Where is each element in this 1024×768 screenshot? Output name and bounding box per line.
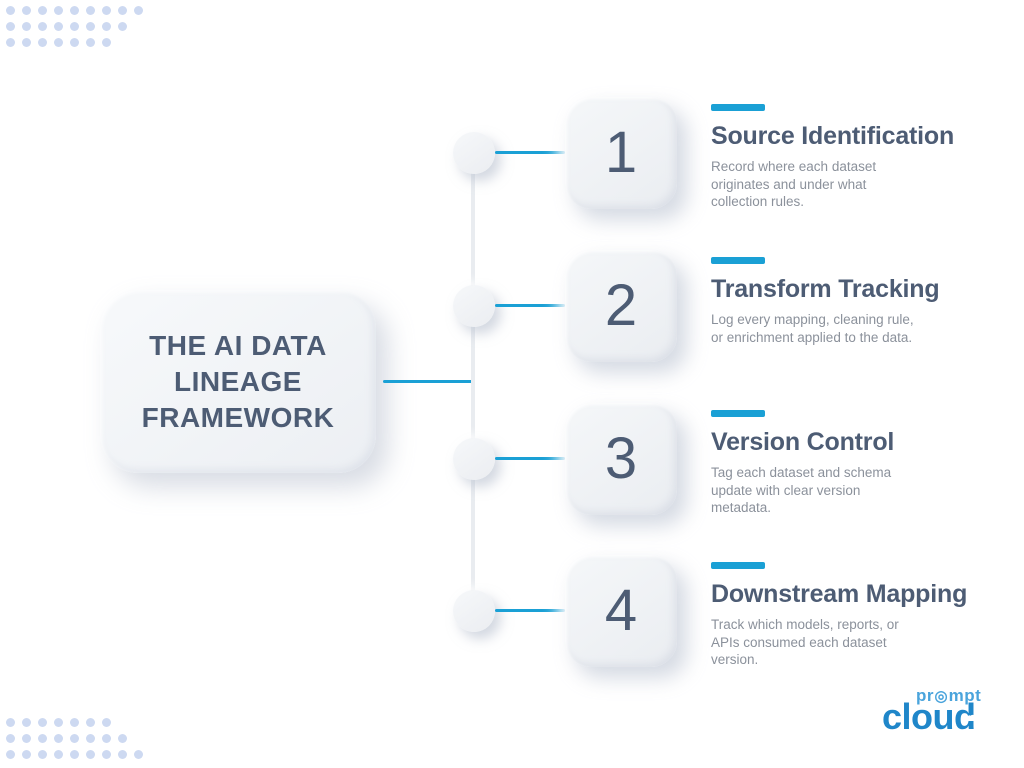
step-number-1: 1 <box>604 120 638 185</box>
decor-dot <box>102 718 111 727</box>
decor-dot <box>38 750 47 759</box>
decor-dot <box>86 6 95 15</box>
step-number-card-2: 2 <box>565 250 677 362</box>
connector-line-1 <box>495 151 565 154</box>
decor-dot <box>102 22 111 31</box>
step-text-2: Transform Tracking Log every mapping, cl… <box>711 250 1011 346</box>
step-text-4: Downstream Mapping Track which models, r… <box>711 555 1011 669</box>
accent-bar-3 <box>711 410 765 417</box>
timeline-line <box>471 155 475 613</box>
timeline-node-4 <box>453 590 495 632</box>
decor-dot <box>86 38 95 47</box>
decor-dot <box>22 718 31 727</box>
decor-dot <box>70 750 79 759</box>
step-text-3: Version Control Tag each dataset and sch… <box>711 403 1011 517</box>
step-heading-2: Transform Tracking <box>711 275 940 303</box>
cloud-icon: ☁ <box>962 706 979 725</box>
decor-dot <box>22 22 31 31</box>
step-text-1: Source Identification Record where each … <box>711 97 1011 211</box>
decor-dot <box>86 734 95 743</box>
step-number-3: 3 <box>604 426 638 491</box>
step-heading-1: Source Identification <box>711 122 955 150</box>
decor-dot <box>86 22 95 31</box>
step-2: 2 Transform Tracking Log every mapping, … <box>453 250 1013 363</box>
logo-cloud-text: cloud <box>882 696 976 737</box>
decor-dot <box>102 750 111 759</box>
logo-prompt-post: mpt <box>948 686 982 705</box>
decor-dot <box>6 22 15 31</box>
decor-dot <box>22 6 31 15</box>
decor-dot <box>6 750 15 759</box>
decor-dot <box>22 750 31 759</box>
decor-dots-top-left <box>6 6 143 54</box>
timeline-node-1 <box>453 132 495 174</box>
logo-prompt-pre: pr <box>916 686 934 705</box>
decor-dot <box>70 22 79 31</box>
timeline-node-2 <box>453 285 495 327</box>
decor-dot <box>134 750 143 759</box>
decor-dot <box>70 718 79 727</box>
decor-dot <box>134 6 143 15</box>
step-heading-4: Downstream Mapping <box>711 580 968 608</box>
title-connector-line <box>383 380 473 383</box>
decor-dots-bottom-left <box>6 718 143 766</box>
decor-dot <box>118 6 127 15</box>
decor-dot <box>38 38 47 47</box>
decor-dot <box>118 734 127 743</box>
decor-dot <box>22 38 31 47</box>
step-heading-3: Version Control <box>711 428 895 456</box>
decor-dot <box>70 734 79 743</box>
decor-dot <box>38 718 47 727</box>
step-number-4: 4 <box>604 578 638 643</box>
step-description-2: Log every mapping, cleaning rule,or enri… <box>711 312 914 345</box>
decor-dot <box>38 734 47 743</box>
decor-dot <box>70 38 79 47</box>
decor-dot <box>54 38 63 47</box>
decor-dot <box>54 6 63 15</box>
accent-bar-1 <box>711 104 765 111</box>
decor-dot <box>54 22 63 31</box>
step-number-card-1: 1 <box>565 97 677 209</box>
decor-dot <box>102 734 111 743</box>
step-1: 1 Source Identification Record where eac… <box>453 97 1013 210</box>
decor-dot <box>54 734 63 743</box>
step-4: 4 Downstream Mapping Track which models,… <box>453 555 1013 668</box>
decor-dot <box>86 718 95 727</box>
decor-dot <box>70 6 79 15</box>
decor-dot <box>6 734 15 743</box>
step-number-card-3: 3 <box>565 403 677 515</box>
decor-dot <box>38 22 47 31</box>
decor-dot <box>102 38 111 47</box>
decor-dot <box>22 734 31 743</box>
decor-dot <box>6 38 15 47</box>
decor-dot <box>38 6 47 15</box>
decor-dot <box>118 22 127 31</box>
accent-bar-4 <box>711 562 765 569</box>
decor-dot <box>6 6 15 15</box>
step-3: 3 Version Control Tag each dataset and s… <box>453 403 1013 516</box>
logo-prompt-text: pr ◎ mpt <box>916 686 981 706</box>
decor-dot <box>102 6 111 15</box>
decor-dot <box>54 750 63 759</box>
target-icon: ◎ <box>934 687 949 705</box>
decor-dot <box>86 750 95 759</box>
decor-dot <box>6 718 15 727</box>
decor-dot <box>118 750 127 759</box>
accent-bar-2 <box>711 257 765 264</box>
decor-dot <box>54 718 63 727</box>
promptcloud-logo: pr ◎ mpt cloud ☁ <box>878 682 994 744</box>
connector-line-3 <box>495 457 565 460</box>
connector-line-2 <box>495 304 565 307</box>
connector-line-4 <box>495 609 565 612</box>
step-number-2: 2 <box>604 273 638 338</box>
timeline-node-3 <box>453 438 495 480</box>
step-number-card-4: 4 <box>565 555 677 667</box>
